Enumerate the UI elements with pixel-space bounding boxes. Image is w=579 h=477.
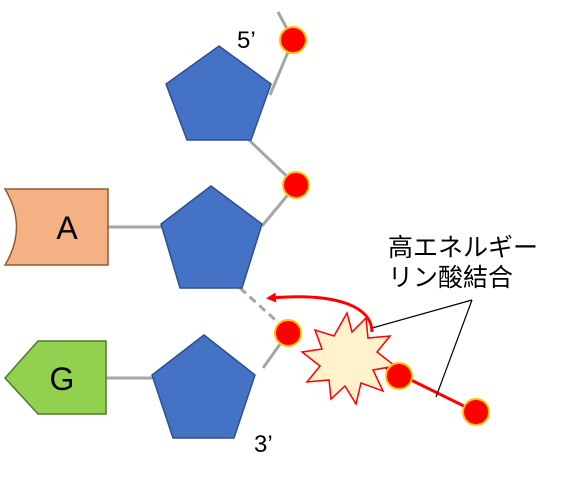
sugar-pentagon-bottom [151,334,256,439]
sugar-pentagon-middle [160,185,263,289]
annotation-pointer-to-burst [371,299,473,329]
sugar-pentagon-top [165,45,272,141]
base-a-label: A [56,210,78,246]
phosphate-circle-leaving-2 [462,398,490,426]
phosphate-circle-leaving-1 [385,362,413,390]
annotation-line-2: リン酸結合 [388,263,514,292]
cleavage-arrow [266,292,374,333]
base-g-label: G [50,361,75,397]
annotation-pointer-to-bond [435,299,473,398]
base-g-shape [3,340,107,415]
phosphate-circle-middle [282,171,310,199]
three-prime-label: 3’ [254,431,273,458]
explosion-burst-icon [300,311,397,406]
annotation-line-1: 高エネルギー [388,233,539,262]
base-a-shape [3,188,109,266]
five-prime-label: 5’ [237,27,256,54]
phosphate-circle-attack [274,319,302,347]
broken-bond-dashed [238,286,284,328]
phosphate-circle-top [279,26,307,54]
annotation-pointer-lines [371,299,473,398]
